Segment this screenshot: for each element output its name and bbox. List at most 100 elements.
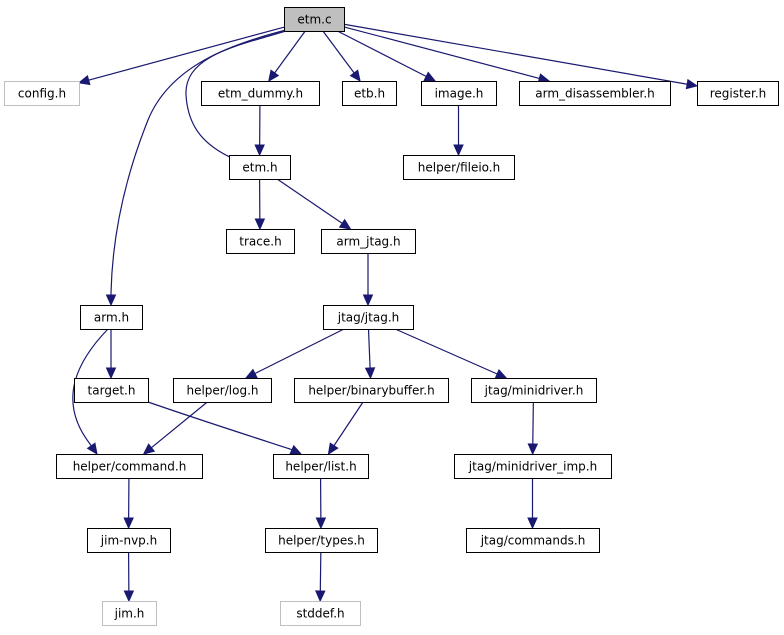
node-helper-command-h[interactable]: helper/command.h xyxy=(56,454,203,479)
node-box xyxy=(454,454,612,479)
edge-line xyxy=(343,26,541,80)
node-etm-h[interactable]: etm.h xyxy=(229,155,291,180)
edge-line xyxy=(110,28,291,296)
node-label: helper/log.h xyxy=(186,384,258,398)
node-config-h: config.h xyxy=(4,81,80,106)
edge-arrowhead xyxy=(685,78,699,90)
node-label: jtag/minidriver_imp.h xyxy=(468,460,597,474)
edge-line xyxy=(332,401,364,447)
node-box xyxy=(284,7,345,32)
edge-etm-c-to-arm-h xyxy=(105,28,291,307)
edge-helper-binarybuffer-h-to-helper-list-h xyxy=(327,401,364,456)
node-jim-nvp-h[interactable]: jim-nvp.h xyxy=(87,528,171,553)
node-jim-h: jim.h xyxy=(102,601,157,626)
node-box xyxy=(273,454,369,479)
edge-arrowhead xyxy=(527,517,538,530)
node-arm-disassembler-h[interactable]: arm_disassembler.h xyxy=(519,81,671,106)
edge-helper-command-h-to-jim-nvp-h xyxy=(123,477,134,530)
node-arm-h[interactable]: arm.h xyxy=(80,305,143,330)
edge-arrowhead xyxy=(123,590,135,603)
edge-jtag-minidriver-h-to-jtag-minidriver-imp-h xyxy=(527,401,539,456)
edge-arrowhead xyxy=(268,69,280,82)
edge-line xyxy=(343,23,689,85)
node-jtag-commands-h[interactable]: jtag/commands.h xyxy=(466,528,600,553)
edge-etm-c-to-etb-h xyxy=(322,30,361,82)
node-helper-list-h[interactable]: helper/list.h xyxy=(273,454,369,479)
edge-etm-dummy-h-to-etm-h xyxy=(254,104,265,157)
node-helper-log-h[interactable]: helper/log.h xyxy=(173,378,272,403)
node-box xyxy=(173,378,272,403)
node-box xyxy=(56,454,203,479)
edge-arrowhead xyxy=(349,69,361,82)
node-jtag-minidriver-h[interactable]: jtag/minidriver.h xyxy=(471,378,597,403)
edge-line xyxy=(253,328,345,375)
node-arm-jtag-h[interactable]: arm_jtag.h xyxy=(321,229,416,254)
edge-jtag-jtag-h-to-helper-log-h xyxy=(244,328,345,379)
node-box xyxy=(519,81,671,106)
node-label: helper/list.h xyxy=(285,460,356,474)
edge-line xyxy=(87,26,285,82)
edge-line xyxy=(337,30,428,78)
node-label: jtag/jtag.h xyxy=(337,311,399,325)
node-register-h[interactable]: register.h xyxy=(697,81,779,106)
edge-arrowhead xyxy=(123,517,134,530)
node-helper-binarybuffer-h[interactable]: helper/binarybuffer.h xyxy=(294,378,449,403)
node-label: etm_dummy.h xyxy=(218,87,303,101)
edge-arrowhead xyxy=(86,442,98,455)
edge-arrowhead xyxy=(289,444,303,455)
node-box xyxy=(471,378,597,403)
edge-arrowhead xyxy=(338,218,352,230)
node-box xyxy=(323,305,414,330)
node-jtag-jtag-h[interactable]: jtag/jtag.h xyxy=(323,305,414,330)
edge-arrowhead xyxy=(105,367,117,380)
node-box xyxy=(102,601,157,626)
edge-jtag-minidriver-imp-h-to-jtag-commands-h xyxy=(527,478,538,530)
node-box xyxy=(280,601,361,626)
node-helper-types-h[interactable]: helper/types.h xyxy=(265,528,378,553)
node-label: register.h xyxy=(710,87,767,101)
node-etb-h[interactable]: etb.h xyxy=(342,81,397,106)
edge-arrowhead xyxy=(453,144,464,157)
edge-line xyxy=(273,30,306,75)
edge-arrowhead xyxy=(254,144,265,157)
node-target-h[interactable]: target.h xyxy=(74,378,149,403)
node-label: helper/types.h xyxy=(278,534,365,548)
edge-etm-c-to-config-h xyxy=(77,26,285,86)
node-box xyxy=(201,81,320,106)
node-label: helper/command.h xyxy=(73,460,187,474)
edge-image-h-to-helper-fileio-h xyxy=(453,105,464,157)
node-box xyxy=(403,155,515,180)
edge-line xyxy=(276,178,344,225)
edge-arm-jtag-h-to-jtag-jtag-h xyxy=(362,253,374,307)
edge-arrowhead xyxy=(423,71,437,82)
edge-arrowhead xyxy=(494,368,508,379)
node-helper-fileio-h[interactable]: helper/fileio.h xyxy=(403,155,515,180)
node-label: jim.h xyxy=(114,607,145,621)
node-label: etb.h xyxy=(354,87,385,101)
edge-etm-c-to-image-h xyxy=(337,30,437,82)
node-label: jim-nvp.h xyxy=(100,534,157,548)
node-label: image.h xyxy=(435,87,484,101)
node-image-h[interactable]: image.h xyxy=(421,81,497,106)
node-label: helper/binarybuffer.h xyxy=(308,384,434,398)
node-label: jtag/commands.h xyxy=(480,534,586,548)
edge-arrowhead xyxy=(327,442,339,456)
edge-helper-types-h-to-stddef-h xyxy=(315,551,326,603)
node-box xyxy=(466,528,600,553)
node-label: arm_disassembler.h xyxy=(535,87,654,101)
edge-jim-nvp-h-to-jim-h xyxy=(123,551,135,603)
node-jtag-minidriver-imp-h[interactable]: jtag/minidriver_imp.h xyxy=(454,454,612,479)
node-label: trace.h xyxy=(239,235,281,249)
edge-line xyxy=(185,30,287,161)
edge-arrowhead xyxy=(77,74,91,86)
edge-jtag-jtag-h-to-jtag-minidriver-h xyxy=(394,328,508,379)
node-label: jtag/minidriver.h xyxy=(484,384,584,398)
node-box xyxy=(321,229,416,254)
edge-line xyxy=(322,30,356,75)
edge-arm-h-to-helper-command-h xyxy=(72,328,109,455)
node-label: target.h xyxy=(88,384,136,398)
node-etm-dummy-h[interactable]: etm_dummy.h xyxy=(201,81,320,106)
node-trace-h[interactable]: trace.h xyxy=(226,229,295,254)
edge-etm-h-to-arm-jtag-h xyxy=(276,178,352,230)
